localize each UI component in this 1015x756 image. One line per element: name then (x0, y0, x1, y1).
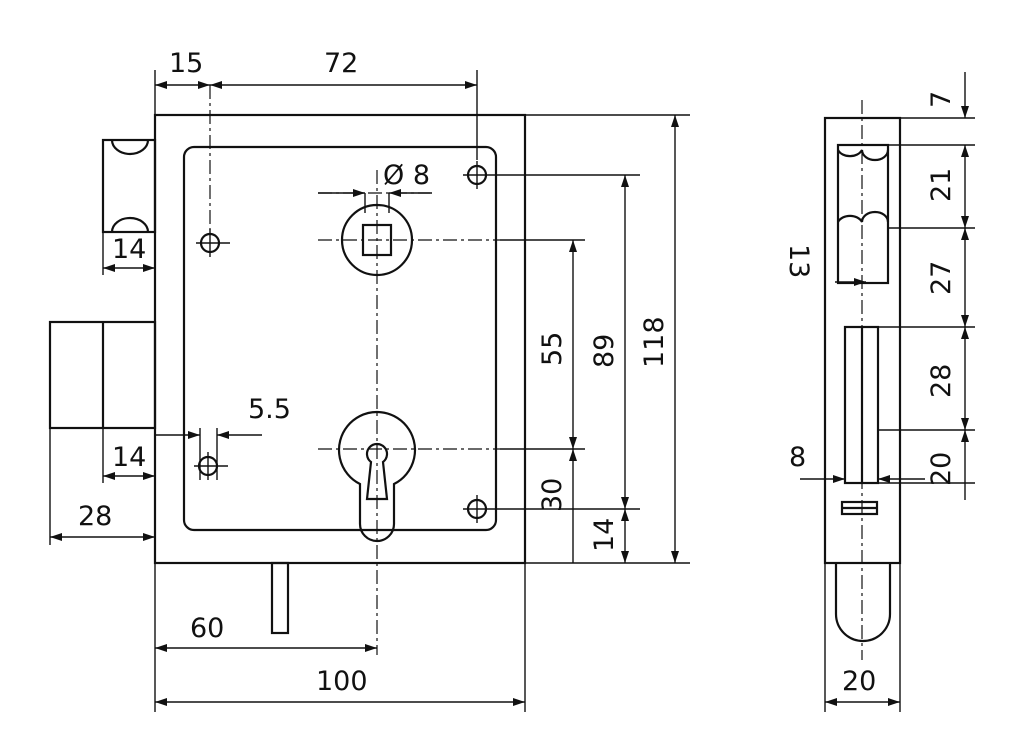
dim-8-label: 8 (789, 442, 806, 473)
dim-14-top-label: 14 (112, 234, 146, 265)
latch-bolt-top (101, 138, 157, 234)
dim-28-label: 28 (78, 501, 112, 532)
cylinder-cutout (337, 410, 417, 543)
side-bottom-tongue (834, 563, 892, 643)
side-view: 7 21 13 27 28 8 20 20 (783, 72, 975, 712)
lock-case (153, 113, 527, 565)
dim-20-right-label: 20 (926, 452, 957, 486)
front-view: 15 72 Ø 8 14 5.5 14 28 60 100 55 89 118 … (48, 48, 690, 712)
dim-60-label: 60 (190, 613, 224, 644)
bottom-bolt-stub (270, 561, 290, 635)
dim-100-label: 100 (316, 666, 368, 697)
dim-30-label: 30 (537, 478, 568, 512)
dim-7-label: 7 (926, 91, 957, 108)
dim-21-label: 21 (926, 168, 957, 202)
dim-diameter-label: Ø 8 (383, 160, 430, 191)
dim-15-label: 15 (169, 48, 203, 79)
dim-14-bottom-label: 14 (589, 518, 620, 552)
dim-27-label: 27 (926, 261, 957, 295)
dead-bolt (48, 320, 157, 430)
dim-20-bottom-label: 20 (842, 666, 876, 697)
mounting-hole-top-right (463, 161, 500, 189)
mounting-hole-bottom-right (463, 495, 500, 523)
dim-118-label: 118 (639, 316, 670, 368)
dim-28-side-label: 28 (926, 364, 957, 398)
mounting-hole-bottom-left (194, 452, 228, 480)
dim-13-label: 13 (783, 244, 814, 278)
mounting-hole-top-left (196, 229, 230, 257)
dim-14-mid-label: 14 (112, 442, 146, 473)
cover-plate (182, 145, 498, 532)
dim-5-5-label: 5.5 (248, 394, 291, 425)
dim-55-label: 55 (537, 332, 568, 366)
dim-89-label: 89 (589, 334, 620, 368)
dim-72-label: 72 (324, 48, 358, 79)
